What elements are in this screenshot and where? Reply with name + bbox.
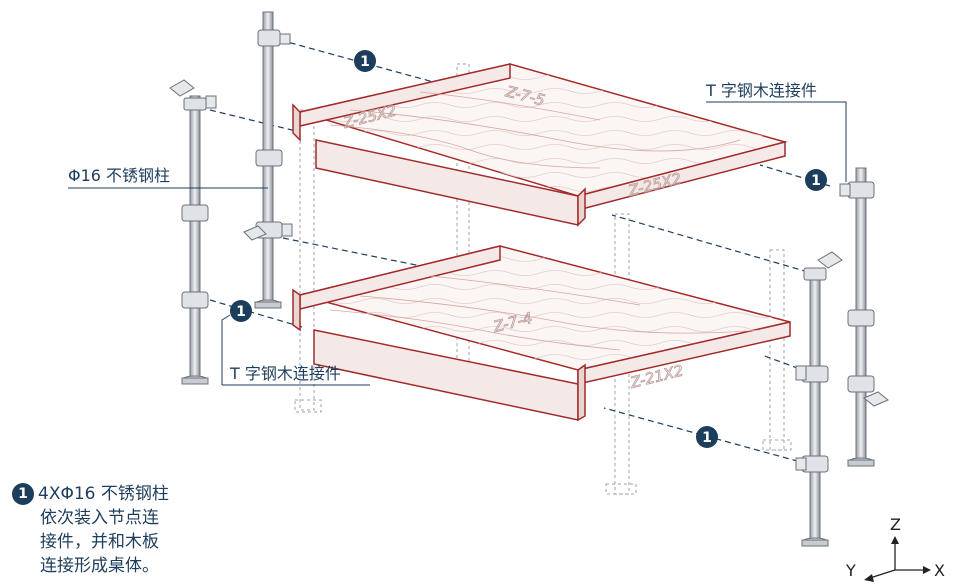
axis-z-label: Z — [890, 515, 901, 534]
connector-label-top: T 字钢木连接件 — [705, 81, 817, 100]
step-badge: 1 — [805, 169, 827, 191]
label-leaders — [68, 101, 847, 386]
connector-label-bottom: T 字钢木连接件 — [229, 364, 341, 383]
axis-y-label: Y — [845, 561, 856, 580]
svg-text:1: 1 — [360, 54, 370, 70]
note-text-3: 接件，并和木板 — [40, 532, 159, 552]
rod-label: Φ16 不锈钢柱 — [68, 166, 170, 185]
step-badge: 1 — [354, 50, 376, 72]
svg-text:1: 1 — [702, 430, 712, 446]
step-badge: 1 — [230, 300, 252, 322]
note-text-1: 4XΦ16 不锈钢柱 — [38, 484, 169, 504]
axis-indicator — [864, 536, 931, 582]
steel-rod-right-front — [795, 251, 843, 547]
note-text-4: 连接形成桌体。 — [40, 556, 159, 576]
steel-rod-right-back — [839, 167, 889, 467]
axis-x-label: X — [934, 561, 945, 580]
steel-rods — [169, 11, 889, 547]
steel-rod-left-front — [169, 79, 217, 385]
step-badge: 1 — [696, 426, 718, 448]
svg-text:1: 1 — [236, 304, 246, 320]
note-step-badge: 1 — [12, 483, 34, 505]
bottom-wood-board — [292, 245, 791, 422]
svg-text:1: 1 — [811, 173, 821, 189]
steel-rod-left-back — [243, 11, 293, 309]
top-wood-board — [292, 63, 788, 227]
note-text-2: 依次装入节点连 — [40, 508, 159, 528]
